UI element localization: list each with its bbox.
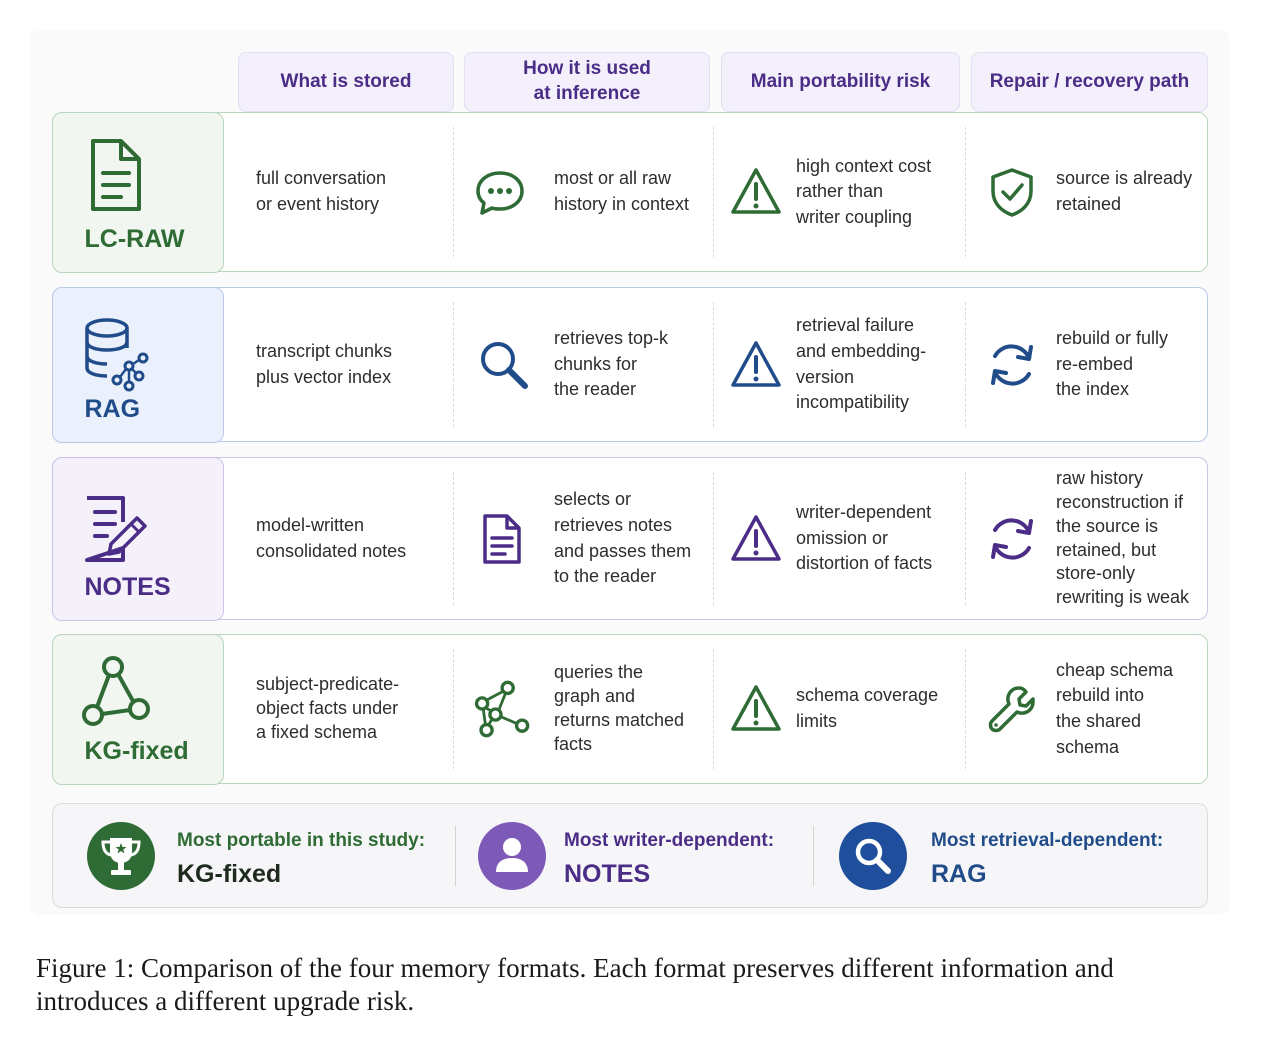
cell-text: schema coverage limits <box>796 685 939 731</box>
cell-stored: full conversation or event history <box>256 113 456 271</box>
cell-repair: cheap schema rebuild into the shared sch… <box>1056 635 1206 783</box>
summary-divider <box>813 826 814 886</box>
divider <box>453 472 454 605</box>
memory-format-figure: What is stored How it is used at inferen… <box>30 30 1230 915</box>
row-label: NOTES <box>84 572 171 601</box>
divider <box>453 302 454 427</box>
warning-icon <box>731 340 781 387</box>
graph-network-icon <box>474 680 530 738</box>
cell-text: full conversation or event history <box>256 168 387 214</box>
row-lc-raw: LC-RAW full conversation or event histor… <box>51 111 1208 273</box>
row-rag: RAG transcript chunks plus vector index … <box>51 286 1208 443</box>
cell-used: most or all raw history in context <box>554 113 724 271</box>
column-header-risk: Main portability risk <box>721 52 960 112</box>
cell-used: retrieves top-k chunks for the reader <box>554 288 724 441</box>
cell-text: retrieval failure and embedding- version… <box>796 315 927 413</box>
summary-bar: Most portable in this study: KG-fixed Mo… <box>52 803 1208 908</box>
row-label: LC-RAW <box>84 224 185 253</box>
summary-value: KG-fixed <box>177 860 282 888</box>
search-icon <box>481 341 528 389</box>
divider <box>965 649 966 769</box>
cell-text: model-written consolidated notes <box>256 514 407 561</box>
database-network-icon <box>84 317 148 391</box>
column-header-repair: Repair / recovery path <box>971 52 1208 112</box>
divider <box>965 472 966 605</box>
summary-value: RAG <box>931 860 987 888</box>
summary-label: Most portable in this study: <box>177 830 426 851</box>
document-icon <box>483 513 521 564</box>
cell-risk: high context cost rather than writer cou… <box>796 113 961 271</box>
cell-stored: subject-predicate- object facts under a … <box>256 635 456 783</box>
column-header-used: How it is used at inference <box>464 52 710 112</box>
divider <box>965 302 966 427</box>
person-badge <box>478 822 546 890</box>
row-label-box: KG-fixed <box>51 633 224 785</box>
refresh-icon <box>991 343 1033 386</box>
cell-repair: source is already retained <box>1056 113 1206 271</box>
warning-icon <box>731 685 781 731</box>
cell-text: writer-dependent omission or distortion … <box>796 502 933 574</box>
summary-divider <box>455 826 456 886</box>
search-icon <box>855 838 891 874</box>
notes-edit-icon <box>84 495 147 562</box>
cell-text: raw history reconstruction if the source… <box>1056 467 1190 608</box>
divider <box>713 302 714 427</box>
summary-value: NOTES <box>564 860 651 888</box>
cell-repair: rebuild or fully re-embed the index <box>1056 288 1206 441</box>
cell-stored: transcript chunks plus vector index <box>256 288 456 441</box>
warning-icon <box>731 514 781 561</box>
cell-risk: schema coverage limits <box>796 635 961 783</box>
warning-icon <box>731 168 781 214</box>
search-badge <box>839 822 907 890</box>
cell-text: transcript chunks plus vector index <box>256 340 393 387</box>
trophy-icon <box>101 838 141 875</box>
column-header-label: How it is used at inference <box>523 58 651 104</box>
divider <box>713 472 714 605</box>
cell-repair: raw history reconstruction if the source… <box>1056 458 1206 619</box>
cell-text: rebuild or fully re-embed the index <box>1056 328 1169 400</box>
summary-label: Most retrieval-dependent: <box>931 830 1164 851</box>
cell-text: retrieves top-k chunks for the reader <box>554 328 669 400</box>
row-label: RAG <box>84 394 141 423</box>
chat-bubble-icon <box>476 171 524 215</box>
cell-text: most or all raw history in context <box>554 168 690 214</box>
cell-text: cheap schema rebuild into the shared sch… <box>1056 659 1174 757</box>
refresh-icon <box>991 517 1033 560</box>
person-icon <box>496 838 528 872</box>
divider <box>453 649 454 769</box>
wrench-icon <box>988 686 1035 733</box>
summary-label: Most writer-dependent: <box>564 830 775 851</box>
shield-check-icon <box>991 168 1033 217</box>
column-header-stored: What is stored <box>238 52 454 112</box>
row-label-box: LC-RAW <box>51 111 224 273</box>
column-header-label: Repair / recovery path <box>989 70 1190 92</box>
divider <box>453 127 454 257</box>
graph-nodes-icon <box>81 655 150 726</box>
row-label-box: RAG <box>51 286 224 443</box>
row-kg-fixed: KG-fixed subject-predicate- object facts… <box>51 633 1208 785</box>
cell-used: selects or retrieves notes and passes th… <box>554 458 724 619</box>
cell-risk: retrieval failure and embedding- version… <box>796 288 961 441</box>
divider <box>713 649 714 769</box>
row-label: KG-fixed <box>84 736 189 765</box>
cell-risk: writer-dependent omission or distortion … <box>796 458 961 619</box>
column-header-label: What is stored <box>280 70 412 92</box>
cell-text: high context cost rather than writer cou… <box>796 155 932 227</box>
cell-used: queries the graph and returns matched fa… <box>554 635 724 783</box>
row-notes: NOTES model-written consolidated notes s… <box>51 456 1208 621</box>
column-header-label: Main portability risk <box>750 70 931 92</box>
cell-text: selects or retrieves notes and passes th… <box>554 489 692 587</box>
divider <box>713 127 714 257</box>
document-icon <box>90 138 141 211</box>
divider <box>965 127 966 257</box>
row-label-box: NOTES <box>51 456 224 621</box>
cell-text: source is already retained <box>1056 168 1193 214</box>
cell-stored: model-written consolidated notes <box>256 458 456 619</box>
cell-text: queries the graph and returns matched fa… <box>554 662 685 754</box>
cell-text: subject-predicate- object facts under a … <box>256 674 400 742</box>
trophy-badge <box>87 822 155 890</box>
figure-caption: Figure 1: Comparison of the four memory … <box>36 953 1114 1017</box>
